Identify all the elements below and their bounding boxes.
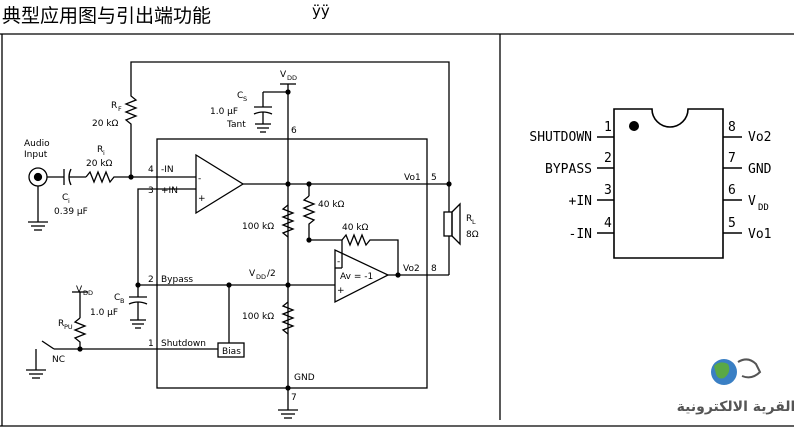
site-logo: القرية الالكترونية: [677, 358, 794, 415]
left-pin-4-num: 4: [604, 216, 612, 231]
page-title: 典型应用图与引出端功能: [2, 5, 212, 27]
opamp1-plus: +: [198, 194, 206, 204]
vo1-label: Vo1: [404, 173, 421, 183]
circuit-labels: Audio Input R F 20 kΩ R i 20 kΩ C i 0.39…: [24, 70, 479, 403]
ri-resistor: [85, 170, 157, 184]
ri-sub: i: [103, 149, 105, 157]
rpu-resistor: [73, 317, 87, 349]
vo2-label: Vo2: [403, 264, 420, 274]
cs-name: C: [237, 91, 243, 101]
pin8-num: 8: [431, 264, 437, 274]
nc-label: NC: [52, 355, 65, 365]
gnd-label: GND: [294, 373, 315, 383]
r-40k-vertical-value: 40 kΩ: [318, 200, 345, 210]
cb-value: 1.0 μF: [90, 308, 118, 318]
pin1-num: 1: [148, 339, 154, 349]
in-minus-label: -IN: [161, 165, 174, 175]
vdd-left-sub: DD: [83, 289, 93, 297]
ci-value: 0.39 μF: [54, 207, 88, 217]
left-pin-3-num: 3: [604, 183, 612, 198]
opamp-1: [195, 153, 245, 215]
bypass-label: Bypass: [161, 275, 193, 285]
wiring: [0, 33, 794, 427]
opamp2-plus: +: [337, 286, 345, 296]
ri-name: R: [97, 145, 103, 155]
opamp2-minus: -: [337, 257, 340, 267]
package-pin-labels: 1 SHUTDOWN 2 BYPASS 3 +IN 4 -IN 8 Vo2 7 …: [529, 120, 771, 242]
left-pin-4-label: -IN: [569, 227, 592, 242]
vdd-top-sub: DD: [287, 74, 297, 82]
r-100k-top-value: 100 kΩ: [242, 222, 274, 232]
opamp-2: [334, 248, 390, 304]
vdd-top: V: [280, 70, 287, 80]
audio-label-line1: Audio: [24, 139, 50, 149]
in-plus-label: +IN: [161, 186, 178, 196]
r-100k-bottom: [281, 301, 295, 335]
speaker-icon: [443, 211, 453, 237]
ic-outline: [156, 138, 428, 389]
cs-value: 1.0 μF: [210, 107, 238, 117]
bias-block: [217, 342, 245, 358]
r-100k-bottom-value: 100 kΩ: [242, 312, 274, 322]
pin4-num: 4: [148, 165, 154, 175]
left-pin-2-label: BYPASS: [545, 162, 592, 177]
right-pin-8-num: 8: [728, 120, 736, 135]
right-pin-6-num: 6: [728, 183, 736, 198]
pin6-num: 6: [291, 126, 297, 136]
junction-dots: [77, 89, 452, 391]
vdd-left: V: [76, 285, 83, 295]
r-100k-top: [281, 204, 295, 238]
audio-label-line2: Input: [24, 150, 48, 160]
ri-value: 20 kΩ: [86, 159, 113, 169]
left-pin-1-num: 1: [604, 120, 612, 135]
package-outline: [597, 108, 742, 259]
nc-switch: [41, 340, 55, 350]
cs-sub: S: [243, 95, 247, 103]
left-pin-2-num: 2: [604, 151, 612, 166]
ci-name: C: [62, 193, 68, 203]
r-40k-vertical: [302, 195, 316, 240]
logo-text: القرية الالكترونية: [677, 399, 794, 415]
rl-sub: L: [472, 218, 476, 226]
r-40k-horizontal-value: 40 kΩ: [342, 223, 369, 233]
pin5-num: 5: [431, 173, 437, 183]
rpu-sub: PU: [64, 323, 73, 331]
rl-name: R: [466, 214, 472, 224]
vdd-half-suffix: /2: [267, 269, 276, 279]
left-pin-1-label: SHUTDOWN: [529, 130, 592, 145]
rf-name: R: [111, 101, 117, 111]
right-pin-7-num: 7: [728, 151, 736, 166]
cs-note: Tant: [226, 120, 246, 130]
cb-sub: B: [120, 297, 124, 305]
rf-value: 20 kΩ: [92, 119, 119, 129]
rl-value: 8Ω: [466, 230, 479, 240]
pin3-num: 3: [148, 186, 154, 196]
opamp1-minus: -: [198, 174, 201, 184]
rf-sub: F: [118, 105, 122, 113]
right-pin-6-sub: DD: [758, 203, 769, 213]
pin7-num: 7: [291, 393, 297, 403]
right-pin-5-label: Vo1: [748, 227, 771, 242]
right-pin-5-num: 5: [728, 216, 736, 231]
vdd-half-sub: DD: [256, 273, 266, 281]
satellite-dish-icon: [737, 358, 762, 379]
right-pin-6-label: V: [748, 194, 756, 209]
rpu-name: R: [58, 319, 64, 329]
shutdown-label: Shutdown: [161, 339, 206, 349]
right-pin-8-label: Vo2: [748, 130, 771, 145]
cb-name: C: [114, 293, 120, 303]
garbled-glyph: ÿÿ: [312, 2, 330, 20]
pin1-marker: [629, 121, 639, 131]
av-label: Av = -1: [340, 272, 373, 282]
right-pin-7-label: GND: [748, 162, 772, 177]
bias-label: Bias: [222, 347, 241, 357]
r-40k-horizontal: [341, 233, 399, 275]
pin2-num: 2: [148, 275, 154, 285]
left-pin-3-label: +IN: [569, 194, 592, 209]
vdd-half: V: [249, 269, 256, 279]
rf-resistor: [124, 88, 138, 177]
ci-sub: i: [68, 197, 70, 205]
